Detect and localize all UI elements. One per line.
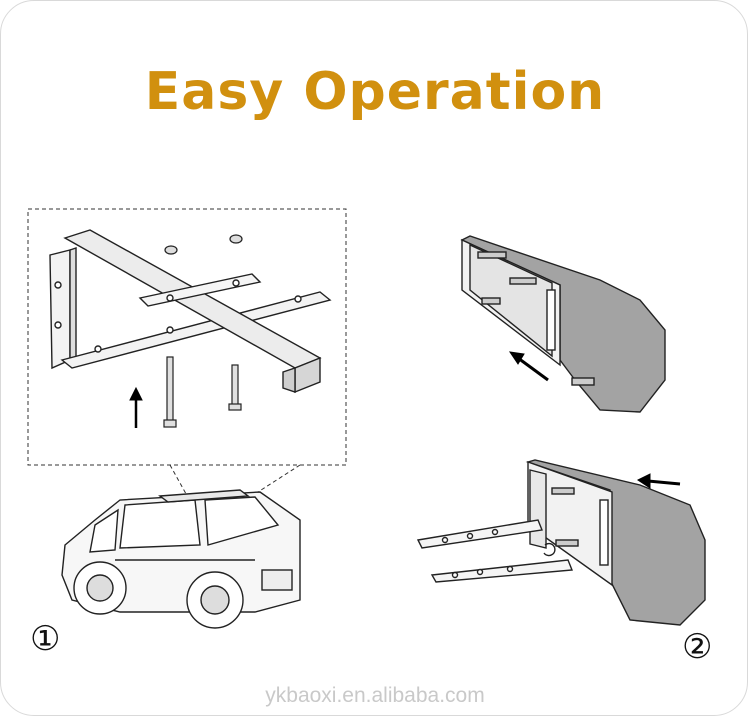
step-number-1: ① [30, 619, 61, 659]
bracket-icon [49, 247, 332, 370]
nut-icon [164, 234, 243, 255]
arrow-up-icon [129, 386, 143, 428]
car-icon [61, 489, 301, 629]
awning-icon [460, 235, 666, 413]
page-title: Easy Operation [144, 62, 606, 122]
awning-attach-icon [416, 459, 706, 626]
watermark: ykbaoxi.en.alibaba.com [265, 684, 485, 707]
roof-rack-bar [63, 229, 322, 394]
arrow-left-icon [508, 351, 549, 382]
bolt-icon [163, 356, 242, 428]
step-number-2: ② [682, 627, 713, 667]
arrow-left-icon [637, 473, 681, 489]
